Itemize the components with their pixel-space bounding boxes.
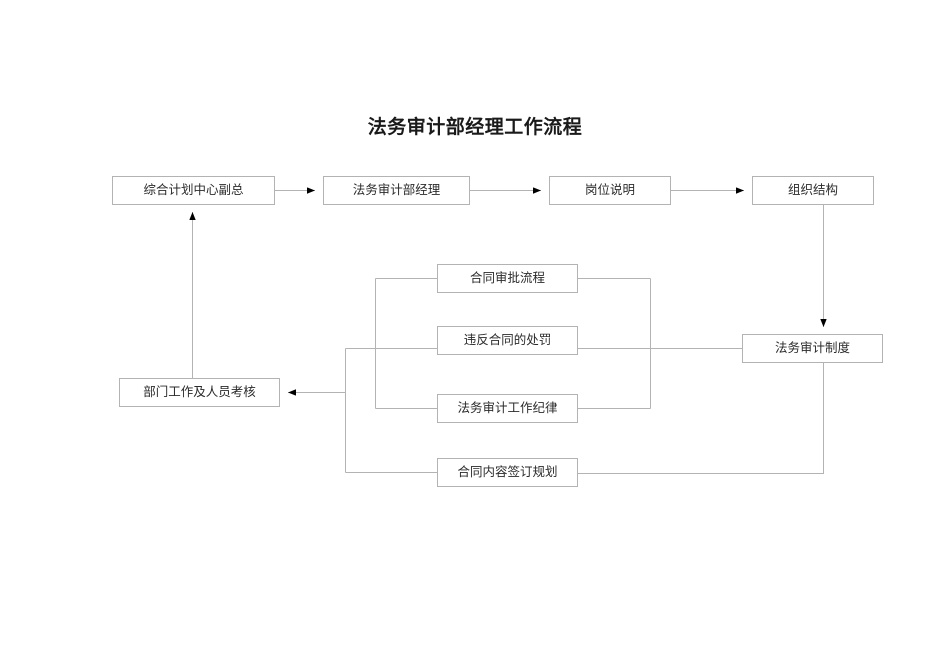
node-zuzhi-jiegou[interactable]: 组织结构	[752, 176, 874, 205]
node-label: 部门工作及人员考核	[143, 385, 256, 400]
node-label: 违反合同的处罚	[463, 333, 552, 348]
node-fawu-shenji-bu-jingli[interactable]: 法务审计部经理	[323, 176, 470, 205]
node-fawu-shenji-gongzuo-jilv[interactable]: 法务审计工作纪律	[437, 394, 578, 423]
node-label: 岗位说明	[584, 183, 635, 198]
node-label: 法务审计制度	[774, 341, 850, 356]
edge-n9-n8	[578, 363, 824, 474]
node-label: 综合计划中心副总	[143, 183, 244, 198]
node-label: 法务审计部经理	[352, 183, 441, 198]
node-bumen-gongzuo-ji-renyuan-kaohe[interactable]: 部门工作及人员考核	[119, 378, 280, 407]
node-fawu-shenji-zhidu[interactable]: 法务审计制度	[742, 334, 883, 363]
node-label: 合同内容签订规划	[457, 465, 558, 480]
page-title: 法务审计部经理工作流程	[367, 117, 583, 138]
node-label: 法务审计工作纪律	[457, 401, 558, 416]
node-hetong-shenpi-liucheng[interactable]: 合同审批流程	[437, 264, 578, 293]
node-zonghe-jihua-zhongxin-fuzong[interactable]: 综合计划中心副总	[112, 176, 275, 205]
node-label: 组织结构	[787, 183, 838, 198]
node-hetong-neirong-qianding-guihua[interactable]: 合同内容签订规划	[437, 458, 578, 487]
node-gangwei-shuoming[interactable]: 岗位说明	[549, 176, 671, 205]
node-weifan-hetong-de-chufa[interactable]: 违反合同的处罚	[437, 326, 578, 355]
node-label: 合同审批流程	[469, 271, 545, 286]
